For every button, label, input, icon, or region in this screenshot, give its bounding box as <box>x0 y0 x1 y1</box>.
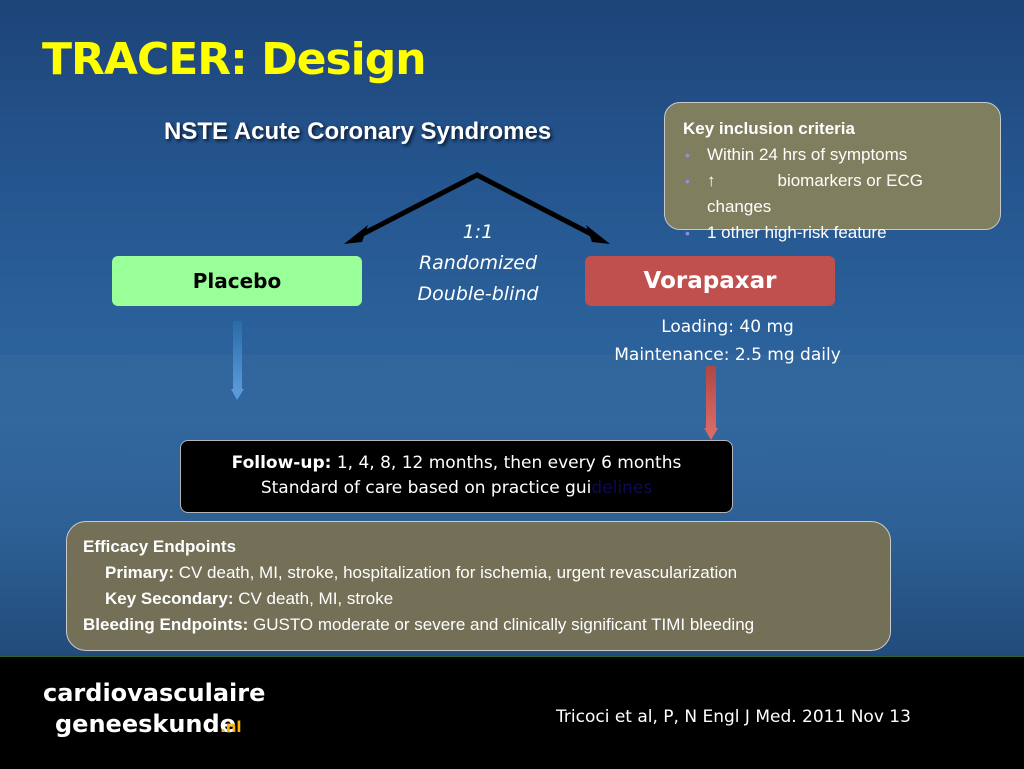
population-heading: NSTE Acute Coronary Syndromes <box>164 118 552 145</box>
followup-box: Follow-up: 1, 4, 8, 12 months, then ever… <box>180 440 733 513</box>
inclusion-criteria-box: Key inclusion criteria Within 24 hrs of … <box>664 102 1001 246</box>
followup-schedule: Follow-up: 1, 4, 8, 12 months, then ever… <box>231 453 682 473</box>
efficacy-heading: Efficacy Endpoints <box>83 537 237 556</box>
inclusion-list: Within 24 hrs of symptoms ↑biomarkers or… <box>683 142 982 246</box>
vorapaxar-dosing: Loading: 40 mg Maintenance: 2.5 mg daily <box>590 313 865 369</box>
maintenance-dose: Maintenance: 2.5 mg daily <box>614 345 841 365</box>
split-arrowhead-right <box>586 225 610 244</box>
up-arrow-icon: ↑ <box>707 171 716 190</box>
randomization-method: Randomized <box>418 252 538 274</box>
slide-title: TRACER: Design <box>42 34 427 85</box>
vorapaxar-label: Vorapaxar <box>643 268 777 294</box>
citation: Tricoci et al, P, N Engl J Med. 2011 Nov… <box>556 707 911 727</box>
svg-text:.nl: .nl <box>220 718 242 736</box>
bleeding-endpoint: Bleeding Endpoints: GUSTO moderate or se… <box>83 615 755 634</box>
followup-label: Follow-up: <box>231 453 332 473</box>
placebo-arm-box: Placebo <box>112 256 362 306</box>
vorapaxar-arm-box: Vorapaxar <box>585 256 835 306</box>
split-arrowhead-left <box>344 225 368 244</box>
inclusion-item: Within 24 hrs of symptoms <box>683 142 982 168</box>
footer-bar <box>0 656 1024 769</box>
secondary-endpoint: Key Secondary: CV death, MI, stroke <box>105 589 394 608</box>
cardiovasculaire-logo: cardiovasculaire geneeskunde .nl <box>43 680 265 738</box>
randomization-blinding: Double-blind <box>417 283 539 305</box>
randomization-ratio: 1:1 <box>462 221 494 243</box>
endpoints-box: Efficacy Endpoints Primary: CV death, MI… <box>66 521 891 651</box>
standard-of-care: Standard of care based on practice guide… <box>260 478 653 498</box>
inclusion-item: ↑biomarkers or ECG changes <box>683 168 982 220</box>
loading-dose: Loading: 40 mg <box>661 317 794 337</box>
placebo-label: Placebo <box>192 269 282 293</box>
svg-text:geneeskunde: geneeskunde <box>55 710 236 738</box>
randomization-label: 1:1 Randomized Double-blind <box>398 217 558 310</box>
svg-text:cardiovasculaire: cardiovasculaire <box>43 680 265 707</box>
primary-endpoint: Primary: CV death, MI, stroke, hospitali… <box>105 563 738 582</box>
inclusion-item: 1 other high-risk feature <box>683 220 982 246</box>
inclusion-heading: Key inclusion criteria <box>683 119 855 138</box>
